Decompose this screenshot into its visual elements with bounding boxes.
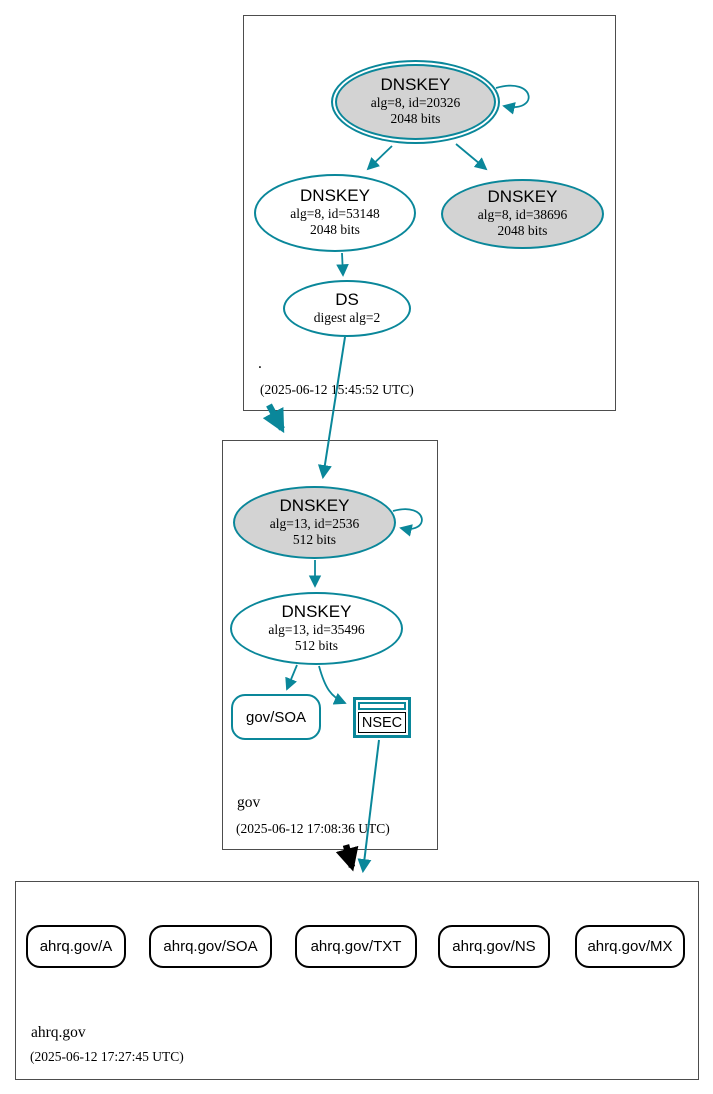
gov-ksk-detail: alg=13, id=2536 bbox=[269, 515, 360, 531]
root-zone-name: . bbox=[258, 355, 262, 372]
ahrq-zone-timestamp: (2025-06-12 17:27:45 UTC) bbox=[30, 1049, 184, 1064]
ahrq-gov-txt-node[interactable]: ahrq.gov/TXT bbox=[295, 925, 417, 968]
root-zsk-detail: alg=8, id=53148 bbox=[290, 206, 380, 222]
ahrq-gov-a-node[interactable]: ahrq.gov/A bbox=[26, 925, 126, 968]
gov-zsk-bits: 512 bits bbox=[294, 637, 339, 653]
root-ksk-node-body: DNSKEY alg=8, id=20326 2048 bits bbox=[335, 64, 496, 140]
ahrq-gov-soa-label: ahrq.gov/SOA bbox=[163, 938, 258, 955]
zone-box-ahrq-gov bbox=[15, 881, 699, 1080]
root-ds-title: DS bbox=[335, 290, 359, 310]
root-ksk-title: DNSKEY bbox=[380, 75, 451, 95]
root-ds-node[interactable]: DS digest alg=2 bbox=[283, 280, 411, 337]
gov-soa-label: gov/SOA bbox=[245, 708, 307, 726]
gov-ksk-title: DNSKEY bbox=[279, 495, 350, 515]
gov-ksk-node[interactable]: DNSKEY alg=13, id=2536 512 bits bbox=[233, 486, 396, 559]
gov-nsec-node[interactable]: NSEC bbox=[353, 697, 411, 738]
ahrq-zone-name: ahrq.gov bbox=[31, 1024, 86, 1041]
gov-nsec-header bbox=[358, 702, 406, 710]
root-zsk-node[interactable]: DNSKEY alg=8, id=53148 2048 bits bbox=[254, 174, 416, 252]
gov-nsec-label: NSEC bbox=[358, 712, 406, 733]
ahrq-gov-ns-node[interactable]: ahrq.gov/NS bbox=[438, 925, 550, 968]
gov-zone-timestamp: (2025-06-12 17:08:36 UTC) bbox=[236, 821, 390, 836]
gov-ksk-bits: 512 bits bbox=[292, 531, 337, 547]
ahrq-gov-a-label: ahrq.gov/A bbox=[39, 938, 113, 955]
root-zone-timestamp: (2025-06-12 15:45:52 UTC) bbox=[260, 382, 414, 397]
gov-zsk-node[interactable]: DNSKEY alg=13, id=35496 512 bits bbox=[230, 592, 403, 665]
root-ds-detail: digest alg=2 bbox=[313, 309, 381, 325]
gov-zsk-detail: alg=13, id=35496 bbox=[268, 621, 365, 637]
ahrq-gov-mx-node[interactable]: ahrq.gov/MX bbox=[575, 925, 685, 968]
ahrq-gov-txt-label: ahrq.gov/TXT bbox=[310, 938, 402, 955]
root-zsk-bits: 2048 bits bbox=[310, 222, 360, 238]
root-dnskey-38696-bits: 2048 bits bbox=[497, 223, 548, 239]
root-ksk-node[interactable]: DNSKEY alg=8, id=20326 2048 bits bbox=[331, 60, 500, 144]
root-ksk-detail: alg=8, id=20326 bbox=[370, 95, 461, 111]
root-ksk-bits: 2048 bits bbox=[390, 111, 441, 127]
ahrq-gov-ns-label: ahrq.gov/NS bbox=[452, 938, 536, 955]
root-dnskey-38696-title: DNSKEY bbox=[487, 187, 558, 207]
gov-zsk-title: DNSKEY bbox=[281, 601, 352, 621]
root-zsk-title: DNSKEY bbox=[300, 186, 370, 206]
ahrq-gov-mx-label: ahrq.gov/MX bbox=[587, 938, 673, 955]
gov-zone-name: gov bbox=[237, 794, 261, 811]
root-dnskey-38696-detail: alg=8, id=38696 bbox=[477, 207, 568, 223]
gov-soa-node[interactable]: gov/SOA bbox=[231, 694, 321, 740]
ahrq-gov-soa-node[interactable]: ahrq.gov/SOA bbox=[149, 925, 272, 968]
root-dnskey-38696-node[interactable]: DNSKEY alg=8, id=38696 2048 bits bbox=[441, 179, 604, 249]
